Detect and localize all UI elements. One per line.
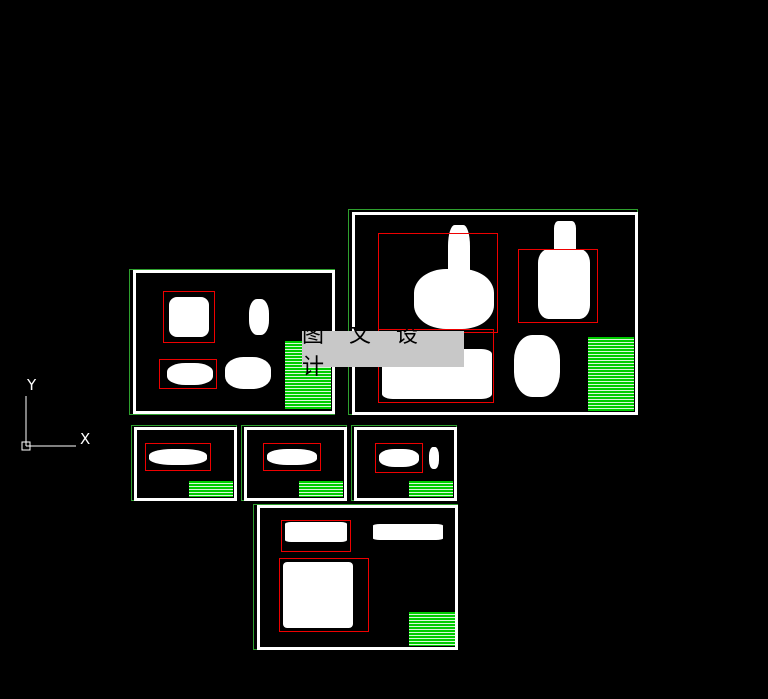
ucs-x-label: X: [80, 430, 91, 448]
robot-front-part: [538, 249, 590, 319]
sheet-frame: [257, 505, 458, 650]
gripper-detail-part: [514, 335, 560, 397]
dimension-box: [163, 291, 215, 343]
robot-arm-part: [448, 225, 470, 295]
pin-part: [429, 447, 439, 469]
sheet-frame: [134, 427, 237, 501]
base-part: [167, 363, 213, 385]
drawing-sheet-part-3[interactable]: [351, 425, 457, 501]
sheet-frame: [244, 427, 347, 501]
drawing-sheet-part-2[interactable]: [241, 425, 347, 501]
dimension-box: [375, 443, 423, 473]
dimension-box: [263, 443, 321, 471]
robot-head-part: [554, 221, 576, 257]
drawing-sheet-assembly-left[interactable]: [129, 269, 335, 415]
shaft-part: [149, 449, 207, 465]
dimension-box: [279, 558, 369, 632]
watermark-label: 图 文 设 计: [302, 323, 464, 380]
link-part: [379, 449, 419, 467]
title-block: [588, 337, 634, 411]
ucs-axis-lines: [21, 396, 76, 451]
arm-part: [169, 297, 209, 337]
dimension-box: [518, 249, 598, 323]
plate-top-part: [285, 522, 347, 542]
gripper-part: [225, 357, 271, 389]
drawing-sheet-part-1[interactable]: [131, 425, 237, 501]
sheet-frame: [352, 212, 638, 415]
sheet-frame: [354, 427, 457, 501]
bracket-part: [283, 562, 353, 628]
plate-side-part: [373, 524, 443, 540]
title-block: [409, 481, 453, 497]
drawing-sheet-assembly-right[interactable]: [348, 209, 638, 415]
drawing-sheet-part-bottom[interactable]: [253, 504, 458, 650]
title-block: [409, 612, 455, 646]
joint-part: [267, 449, 317, 465]
title-block: [299, 481, 343, 497]
title-block: [189, 481, 233, 497]
dimension-box: [281, 520, 351, 552]
wrist-part: [249, 299, 269, 335]
dimension-box: [145, 443, 211, 471]
ucs-y-label: Y: [27, 376, 37, 394]
dimension-box: [159, 359, 217, 389]
ucs-axis-icon: Y X: [18, 376, 98, 456]
